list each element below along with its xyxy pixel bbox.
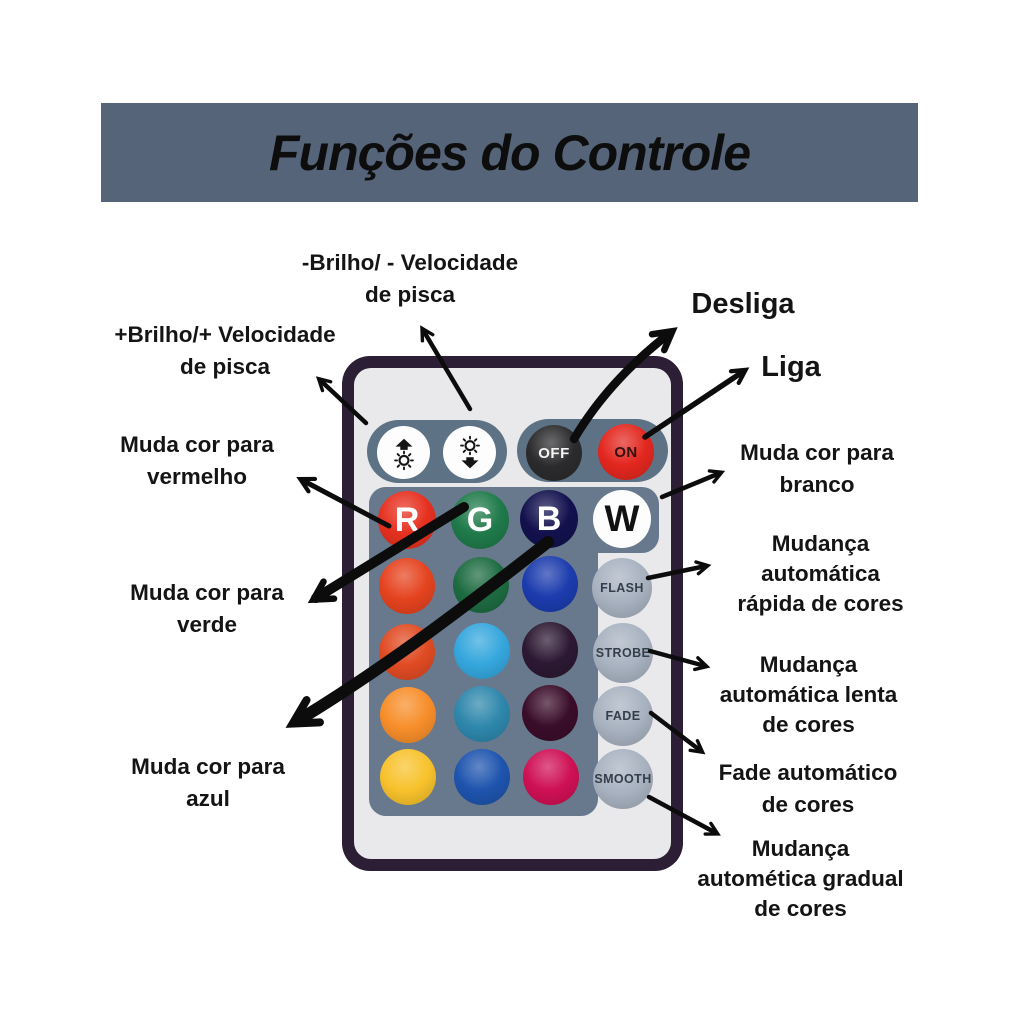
button-on-label: ON [614,443,638,461]
button-flash-label: FLASH [600,581,644,595]
color-button [454,623,510,679]
button-b-label: B [536,499,562,538]
button-w-label: W [604,498,640,539]
label-desliga: Desliga [663,287,823,321]
label-muda-branco: Muda cor para branco [697,437,937,501]
label-muda-vermelho: Muda cor para vermelho [77,429,317,493]
button-r-label: R [394,500,420,539]
color-button [379,624,435,680]
label-line: de cores [754,896,847,921]
button-w: W [593,490,651,548]
button-strobe-label: STROBE [595,646,651,660]
color-button [522,622,578,678]
button-off: OFF [526,425,582,481]
label-liga: Liga [711,350,871,384]
label-line: automética gradual [697,866,904,891]
color-button [379,558,435,614]
page-title: Funções do Controle [269,124,751,181]
title-banner: Funções do Controle [101,103,918,202]
label-line: Mudança [771,531,870,556]
color-button [522,556,578,612]
button-b: B [520,490,578,548]
brightness-up-button [377,426,430,479]
label-line: de cores [762,712,855,737]
color-button [454,686,510,742]
label-line: Mudança [751,836,850,861]
color-button [380,687,436,743]
button-flash: FLASH [592,558,652,618]
label-line: de pisca [364,282,456,307]
button-r: R [378,491,436,549]
button-strobe: STROBE [593,623,653,683]
button-smooth-label: SMOOTH [594,772,652,786]
brightness-down-button [443,426,496,479]
button-fade: FADE [593,686,653,746]
color-button [453,557,509,613]
color-button [454,749,510,805]
label-mudanca-gradual: Mudança automética gradual de cores [658,834,943,924]
label-line: vermelho [146,464,248,489]
label-line: Muda cor para [130,580,284,605]
button-off-label: OFF [538,444,570,462]
label-line: Mudança [759,652,858,677]
button-smooth: SMOOTH [593,749,653,809]
label-line: de pisca [179,354,271,379]
label-line: +Brilho/+ Velocidade [114,322,336,347]
label-line: Muda cor para [740,440,894,465]
label-mudanca-lenta: Mudança automática lenta de cores [676,650,941,740]
label-line: azul [186,786,230,811]
label-brilho-minus: -Brilho/ - Velocidade de pisca [260,247,560,311]
brightness-up-icon [393,438,414,470]
color-button [380,749,436,805]
color-button [522,685,578,741]
button-g: G [451,491,509,549]
label-line: branco [779,472,855,497]
label-line: de cores [761,792,855,817]
label-line: -Brilho/ - Velocidade [301,250,519,275]
label-muda-azul: Muda cor para azul [88,751,328,815]
label-line: Muda cor para [131,754,285,779]
label-line: Muda cor para [120,432,274,457]
label-muda-verde: Muda cor para verde [87,577,327,641]
label-brilho-plus: +Brilho/+ Velocidade de pisca [75,319,375,383]
button-fade-label: FADE [605,709,641,723]
label-line: rápida de cores [737,591,904,616]
label-line: Liga [761,351,821,383]
label-line: automática lenta [719,682,898,707]
button-g-label: G [466,500,494,539]
button-on: ON [598,424,654,480]
label-line: Fade automático [718,760,898,785]
label-line: verde [176,612,238,637]
color-button [523,749,579,805]
brightness-down-icon [459,435,480,468]
label-fade-automatico: Fade automático de cores [688,757,928,821]
label-line: automática [761,561,880,586]
label-line: Desliga [691,288,795,320]
label-mudanca-rapida: Mudança automática rápida de cores [688,529,953,619]
